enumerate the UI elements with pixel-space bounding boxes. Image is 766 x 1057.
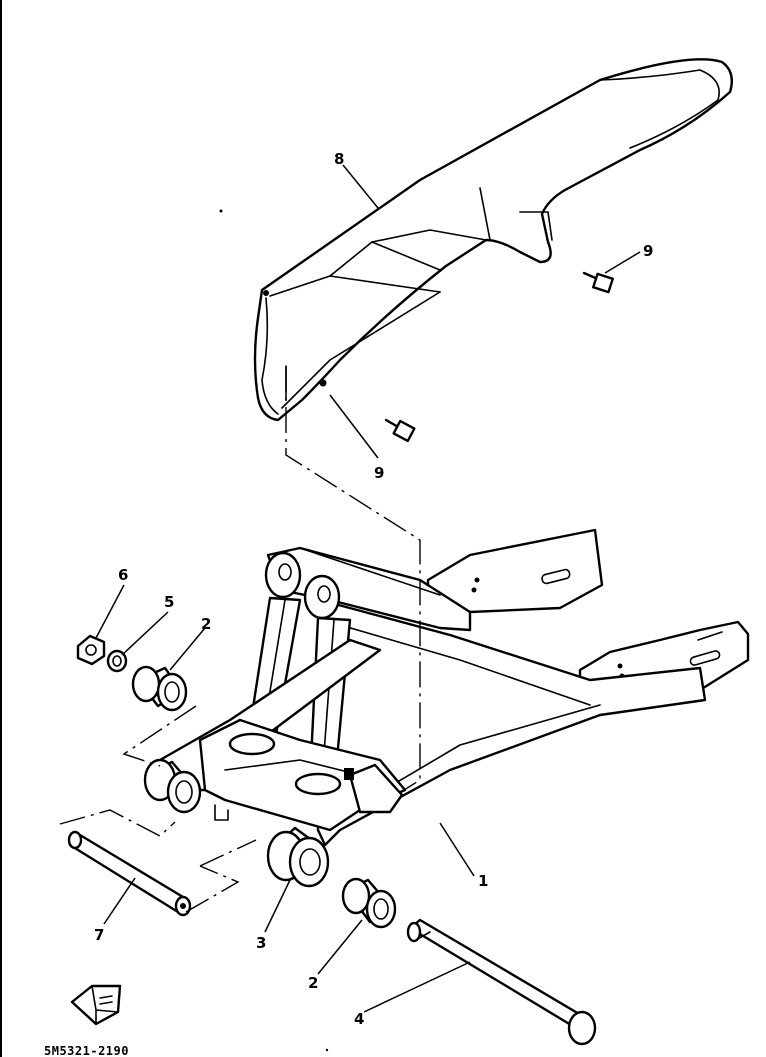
callout-2-lower: 2	[308, 974, 318, 992]
pivot-sleeve-part-3	[266, 826, 330, 888]
callout-5: 5	[164, 593, 174, 611]
pivot-shaft-part-4	[406, 918, 597, 1046]
callout-4: 4	[354, 1010, 364, 1028]
chain-case-part-8	[253, 58, 733, 422]
nut-part-6	[76, 634, 106, 666]
callout-6: 6	[118, 566, 128, 584]
bushing-part-2-lower	[341, 877, 397, 929]
pivot-sleeve-left	[143, 758, 202, 814]
swingarm-part-1	[158, 528, 750, 847]
callout-3: 3	[256, 934, 266, 952]
callout-1: 1	[478, 872, 488, 890]
bushing-part-2-upper	[131, 665, 188, 712]
bolt-part-9-upper	[582, 271, 614, 294]
callout-9-upper: 9	[643, 242, 653, 260]
washer-part-5	[106, 649, 128, 673]
collar-part-7	[67, 830, 192, 917]
ref-block-icon	[70, 984, 122, 1026]
drawing-code: 5M5321-2190	[44, 1044, 129, 1057]
callout-2-upper: 2	[201, 615, 211, 633]
callout-9-lower: 9	[374, 464, 384, 482]
assembly-guide-lines	[59, 366, 421, 913]
callout-labels: 8 9 9 1 2 5 6 7 3 2 4	[94, 150, 653, 1028]
callout-8: 8	[334, 150, 344, 168]
leader-lines	[95, 164, 641, 1013]
callout-7: 7	[94, 926, 104, 944]
frame-left-edge	[0, 0, 2, 1057]
bolt-part-9-lower	[384, 418, 416, 443]
